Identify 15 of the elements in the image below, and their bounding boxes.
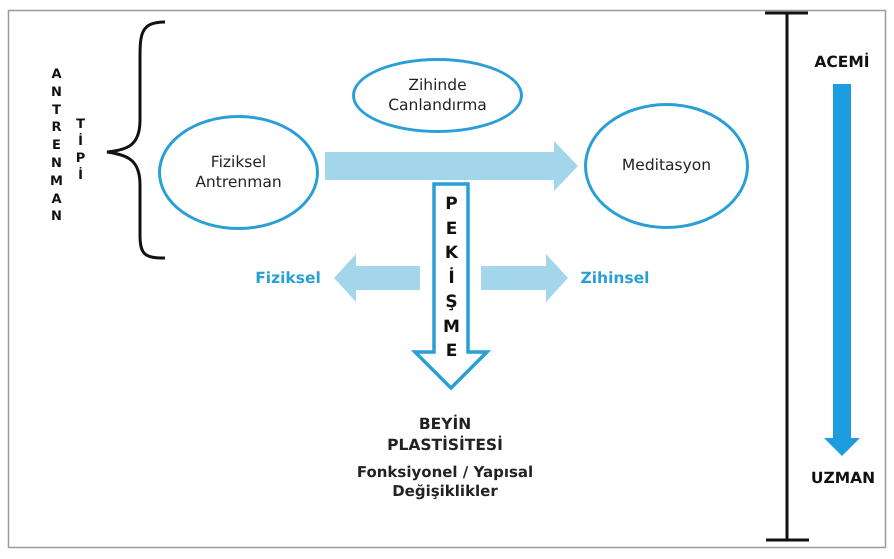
category-label: Zihinsel bbox=[572, 266, 658, 290]
block-arrow bbox=[824, 84, 860, 456]
block-arrow bbox=[325, 141, 578, 191]
category-label: Fiziksel bbox=[246, 266, 330, 290]
block-arrow bbox=[334, 254, 420, 302]
description-text: Fonksiyonel / Yapısal Değişiklikler bbox=[356, 462, 534, 502]
block-arrow bbox=[481, 254, 568, 302]
heading-text: BEYİN PLASTİSİTESİ bbox=[386, 414, 504, 455]
node-label: Fiziksel Antrenman bbox=[194, 153, 283, 192]
node-label: Zihinde Canlandırma bbox=[387, 76, 488, 115]
level-label: ACEMİ bbox=[800, 50, 884, 74]
vertical-label: ANTRENMAN bbox=[50, 66, 63, 226]
node-label: Meditasyon bbox=[622, 156, 712, 176]
level-label: UZMAN bbox=[800, 466, 886, 490]
vertical-label: TİPİ bbox=[74, 116, 86, 184]
